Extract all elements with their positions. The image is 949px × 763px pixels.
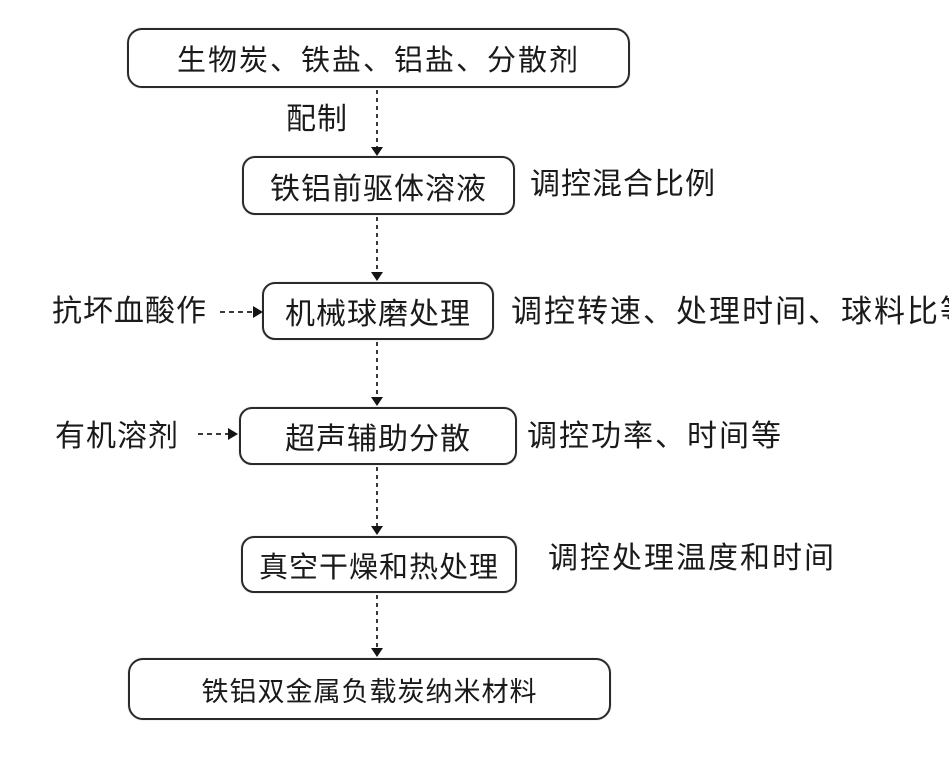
side-input-organic-solvent: 有机溶剂 <box>55 420 179 453</box>
side-input-ascorbic-acid: 抗坏血酸作 <box>52 295 207 328</box>
edge-label-prepare: 配制 <box>286 103 348 136</box>
down-arrow-icon <box>371 342 383 406</box>
right-arrow-icon <box>198 428 238 440</box>
annotation-milling-params: 调控转速、处理时间、球料比等 <box>511 294 949 329</box>
node-vacuum-drying: 真空干燥和热处理 <box>241 536 517 593</box>
node-precursor-solution: 铁铝前驱体溶液 <box>242 156 515 215</box>
annotation-ultrasonic-params: 调控功率、时间等 <box>527 420 783 453</box>
down-arrow-icon <box>371 217 383 281</box>
node-ultrasonic-dispersion: 超声辅助分散 <box>239 407 517 465</box>
annotation-drying-params: 调控处理温度和时间 <box>548 542 836 575</box>
down-arrow-icon <box>371 467 383 535</box>
down-arrow-icon <box>371 90 383 156</box>
right-arrow-icon <box>220 306 263 318</box>
annotation-mix-ratio: 调控混合比例 <box>530 168 716 201</box>
node-final-product: 铁铝双金属负载炭纳米材料 <box>128 658 611 720</box>
node-ball-milling: 机械球磨处理 <box>262 282 494 340</box>
down-arrow-icon <box>371 595 383 657</box>
node-raw-materials: 生物炭、铁盐、铝盐、分散剂 <box>127 28 630 88</box>
